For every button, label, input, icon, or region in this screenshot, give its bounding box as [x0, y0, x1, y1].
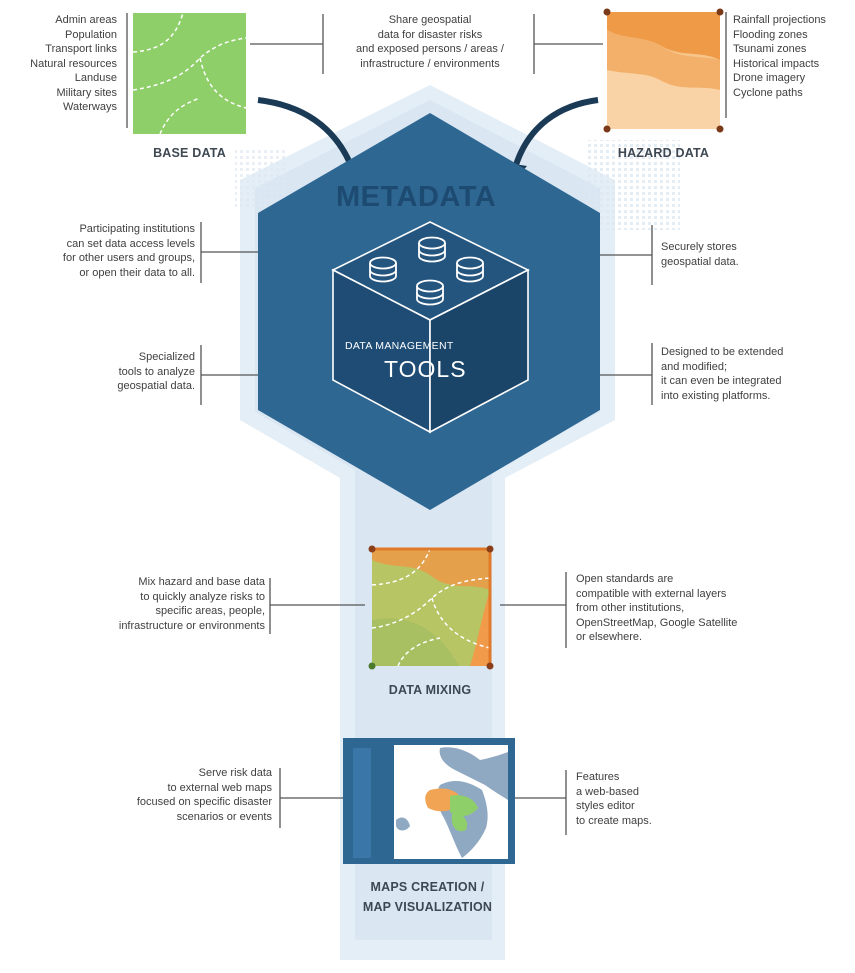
extend-note-line: it can even be integrated — [661, 375, 782, 387]
mixing-right-note: Open standards are compatible with exter… — [576, 572, 737, 645]
hazard-data-item: Rainfall projections — [733, 14, 826, 26]
share-note-line: and exposed persons / areas / — [356, 43, 504, 55]
share-note-line: Share geospatial — [388, 14, 472, 26]
maps-right-note-line: styles editor — [576, 800, 635, 812]
mixing-right-note-line: Open standards are — [576, 573, 674, 585]
access-note-line: or open their data to all. — [79, 266, 195, 279]
hazard-data-list: Rainfall projections Flooding zones Tsun… — [733, 13, 826, 100]
maps-right-note: Features a web-based styles editor to cr… — [576, 770, 652, 828]
access-note-line: for other users and groups, — [62, 252, 195, 264]
mixing-left-note-line: to quickly analyze risks to — [140, 590, 265, 603]
metadata-label: METADATA — [336, 181, 497, 213]
share-note-line: infrastructure / environments — [360, 57, 500, 70]
extend-note-line: and modified; — [661, 360, 728, 373]
stores-note: Securely stores geospatial data. — [661, 240, 739, 269]
access-note: Participating institutions can set data … — [63, 222, 195, 280]
mixing-left-note-line: specific areas, people, — [155, 605, 265, 617]
database-icon — [456, 256, 484, 283]
base-data-item: Population — [65, 28, 117, 41]
maps-right-note-line: a web-based — [576, 785, 639, 798]
base-data-item: Natural resources — [30, 57, 117, 70]
hazard-data-item: Historical impacts — [733, 57, 820, 70]
mixing-left-note-line: infrastructure or environments — [118, 619, 265, 632]
mixing-left-note-line: Mix hazard and base data — [138, 576, 265, 588]
stores-note-line: Securely stores — [661, 241, 737, 253]
mixing-right-note-line: compatible with external layers — [576, 587, 727, 600]
data-cube — [331, 221, 530, 434]
base-data-item: Landuse — [74, 72, 117, 84]
base-data-item: Military sites — [56, 86, 117, 99]
mixing-left-note: Mix hazard and base data to quickly anal… — [119, 575, 265, 633]
analyze-note-line: tools to analyze — [118, 365, 195, 378]
extend-note: Designed to be extended and modified; it… — [661, 345, 783, 403]
analyze-note-line: geospatial data. — [117, 380, 195, 392]
map-visualization-screen — [343, 738, 515, 864]
share-note: Share geospatial data for disaster risks… — [330, 13, 530, 71]
mixing-right-note-line: OpenStreetMap, Google Satellite — [576, 616, 738, 629]
tools-label: TOOLS — [384, 356, 467, 382]
access-note-line: Participating institutions — [79, 223, 195, 235]
maps-left-note-line: scenarios or events — [176, 810, 272, 823]
base-data-item: Admin areas — [55, 14, 117, 26]
hazard-data-caption: HAZARD DATA — [617, 146, 710, 160]
stores-note-line: geospatial data. — [661, 255, 739, 268]
analyze-note: Specialized tools to analyze geospatial … — [117, 350, 195, 394]
data-mixing-caption: DATA MIXING — [388, 683, 472, 697]
base-data-item: Transport links — [45, 43, 117, 55]
data-mixing-map-tile — [368, 545, 494, 670]
base-data-caption: BASE DATA — [153, 146, 226, 160]
hazard-data-item: Drone imagery — [733, 72, 806, 84]
extend-note-line: Designed to be extended — [661, 346, 784, 358]
maps-creation-caption: MAPS CREATION / MAP VISUALIZATION — [320, 877, 535, 917]
maps-right-note-line: Features — [576, 771, 620, 783]
hazard-data-map-tile — [603, 8, 724, 133]
hazard-data-item: Flooding zones — [733, 28, 808, 41]
maps-caption-line: MAP VISUALIZATION — [362, 900, 493, 914]
base-data-list: Admin areas Population Transport links N… — [30, 13, 117, 115]
mixing-right-note-line: or elsewhere. — [576, 631, 643, 643]
extend-note-line: into existing platforms. — [661, 389, 771, 402]
maps-left-note: Serve risk data to external web maps foc… — [137, 766, 272, 824]
maps-left-note-line: to external web maps — [167, 781, 272, 794]
analyze-note-line: Specialized — [138, 351, 195, 363]
database-icon — [369, 256, 397, 283]
hazard-data-item: Cyclone paths — [733, 86, 803, 99]
mixing-right-note-line: from other institutions, — [576, 602, 685, 614]
maps-caption-line: MAPS CREATION / — [370, 880, 485, 894]
data-management-label: DATA MANAGEMENT — [345, 340, 454, 352]
maps-left-note-line: focused on specific disaster — [136, 796, 272, 808]
share-note-line: data for disaster risks — [377, 28, 483, 41]
maps-left-note-line: Serve risk data — [198, 767, 272, 779]
base-data-map-tile — [132, 12, 247, 135]
database-icons — [369, 236, 484, 306]
base-data-item: Waterways — [63, 101, 117, 113]
database-icon — [416, 279, 444, 306]
maps-right-note-line: to create maps. — [576, 814, 652, 827]
access-note-line: can set data access levels — [66, 237, 195, 250]
hazard-data-item: Tsunami zones — [733, 43, 807, 55]
database-icon — [418, 236, 446, 263]
